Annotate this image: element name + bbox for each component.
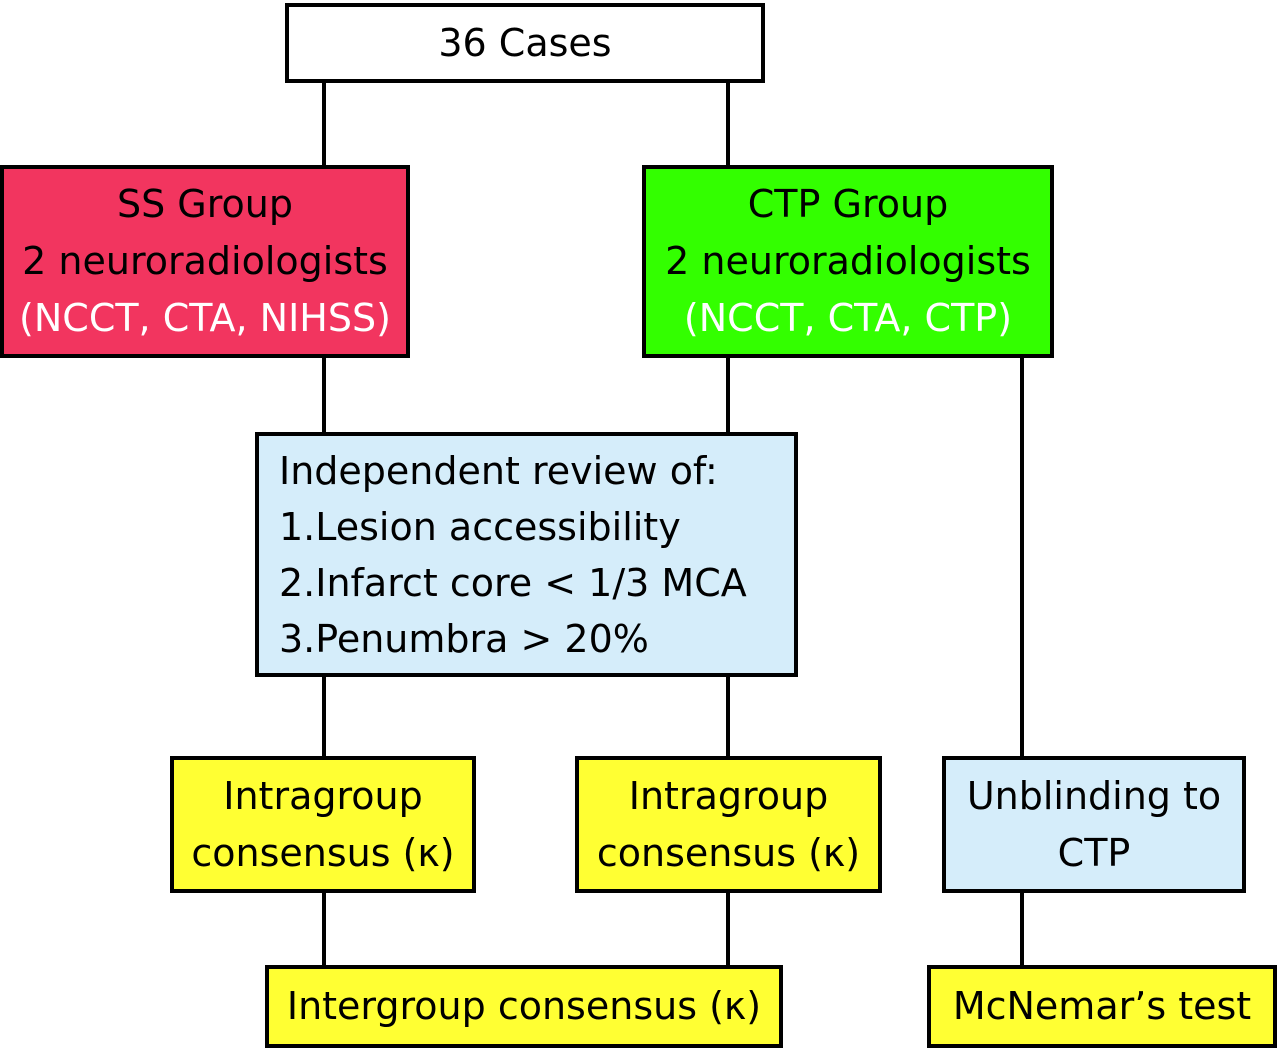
connector-ctp-to-review — [726, 358, 730, 432]
review-item: 3.Penumbra > 20% — [279, 616, 649, 661]
connector-intragroup-right-to-intergroup — [726, 893, 730, 965]
connector-unblinding-to-mcnemar — [1020, 893, 1024, 965]
intergroup-label: Intergroup consensus (κ) — [286, 984, 762, 1028]
unblinding-box: Unblinding to CTP — [942, 756, 1246, 893]
intragroup-consensus-right-box: Intragroup consensus (κ) — [575, 756, 882, 893]
cases-label: 36 Cases — [438, 20, 612, 65]
independent-review-box: Independent review of: 1.Lesion accessib… — [255, 432, 798, 677]
review-heading: Independent review of: — [279, 448, 718, 493]
ss-group-box: SS Group 2 neuroradiologists (NCCT, CTA,… — [0, 165, 410, 358]
unblinding-line2: CTP — [1057, 830, 1131, 875]
connector-cases-to-ss — [322, 83, 326, 165]
connector-review-to-intragroup-left — [322, 677, 326, 756]
connector-cases-to-ctp — [726, 83, 730, 165]
intragroup-consensus-left-box: Intragroup consensus (κ) — [170, 756, 476, 893]
mcnemar-label: McNemar’s test — [952, 984, 1252, 1028]
ss-group-subtitle: 2 neuroradiologists — [22, 239, 388, 283]
connector-review-to-intragroup-right — [726, 677, 730, 756]
ss-group-title: SS Group — [116, 182, 293, 226]
intragroup-right-line2: consensus (κ) — [596, 830, 861, 875]
ctp-group-box: CTP Group 2 neuroradiologists (NCCT, CTA… — [642, 165, 1054, 358]
ctp-group-subtitle: 2 neuroradiologists — [665, 239, 1031, 283]
mcnemar-test-box: McNemar’s test — [927, 965, 1277, 1048]
unblinding-line1: Unblinding to — [966, 773, 1222, 818]
connector-ctp-to-unblinding — [1020, 358, 1024, 756]
ctp-group-modalities: (NCCT, CTA, CTP) — [683, 296, 1013, 340]
review-item: 2.Infarct core < 1/3 MCA — [279, 560, 747, 605]
connector-ss-to-review — [322, 358, 326, 432]
ss-group-modalities: (NCCT, CTA, NIHSS) — [19, 296, 391, 340]
intragroup-left-line1: Intragroup — [223, 773, 423, 818]
intergroup-consensus-box: Intergroup consensus (κ) — [265, 965, 783, 1048]
connector-intragroup-left-to-intergroup — [322, 893, 326, 965]
cases-box: 36 Cases — [285, 3, 765, 83]
intragroup-left-line2: consensus (κ) — [191, 830, 455, 875]
review-item: 1.Lesion accessibility — [279, 504, 681, 549]
intragroup-right-line1: Intragroup — [628, 773, 829, 818]
ctp-group-title: CTP Group — [747, 182, 949, 226]
